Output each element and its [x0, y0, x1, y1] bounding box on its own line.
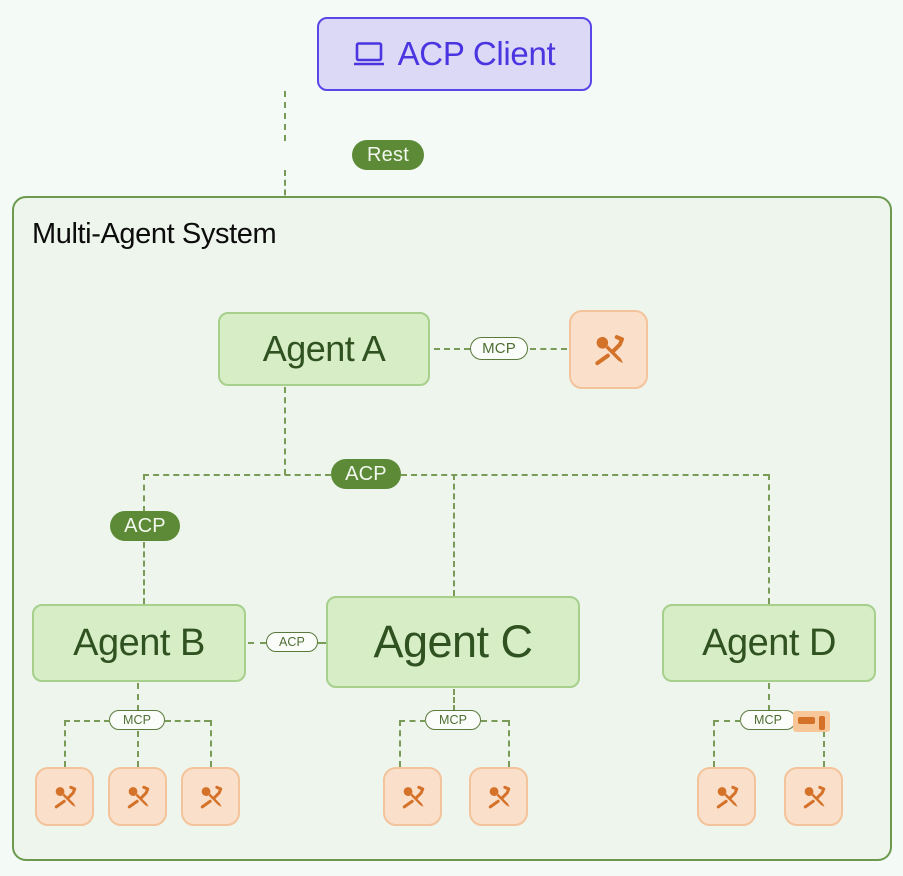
- connector-mcp-b-right: [165, 720, 210, 722]
- badge-acp-bus: ACP: [331, 459, 401, 489]
- connector-acp-to-agent-c: [318, 642, 328, 644]
- tool-box-d2[interactable]: [784, 767, 843, 826]
- tools-wrench-screwdriver-icon: [594, 334, 624, 365]
- tool-box-a1[interactable]: [569, 310, 648, 389]
- connector-agent-a-to-bus: [284, 387, 286, 475]
- connector-mcp-to-tool-a: [530, 348, 567, 350]
- badge-mcp-agent-d: MCP: [740, 710, 796, 730]
- badge-mcp-agent-c: MCP: [425, 710, 481, 730]
- connector-agent-d-to-mcp: [768, 683, 770, 711]
- acp-client-label: ACP Client: [397, 35, 556, 72]
- connector-agent-b-to-acp: [248, 642, 266, 644]
- system-title: Multi-Agent System: [32, 218, 277, 250]
- tools-wrench-screwdriver-icon: [716, 785, 738, 808]
- connector-mcp-b-drop-1: [64, 720, 66, 767]
- tools-wrench-screwdriver-icon: [488, 785, 510, 808]
- badge-acp-agent-b: ACP: [110, 511, 180, 541]
- connector-agent-c-to-mcp: [453, 689, 455, 711]
- laptop-icon: [353, 42, 384, 66]
- badge-acp-b-to-c: ACP: [266, 632, 318, 652]
- connector-agent-a-to-mcp: [434, 348, 470, 350]
- connector-mcp-b-left: [64, 720, 110, 722]
- tool-box-b2[interactable]: [108, 767, 167, 826]
- connector-mcp-c-right: [481, 720, 508, 722]
- tools-wrench-screwdriver-icon: [200, 785, 222, 808]
- tools-wrench-screwdriver-icon: [54, 785, 76, 808]
- connector-acp-bus-right: [401, 474, 769, 476]
- tools-wrench-screwdriver-icon: [803, 785, 825, 808]
- agent-c-label: Agent C: [373, 616, 533, 667]
- agent-d-label: Agent D: [702, 621, 836, 664]
- badge-mcp-agent-b: MCP: [109, 710, 165, 730]
- acp-client-node[interactable]: ACP Client: [317, 17, 592, 91]
- connector-mcp-c-drop-2: [508, 720, 510, 767]
- connector-bus-to-agent-d: [768, 474, 770, 604]
- connector-mcp-b-drop-2: [137, 731, 139, 767]
- connector-mcp-b-drop-3: [210, 720, 212, 767]
- badge-mcp-agent-a: MCP: [470, 337, 528, 360]
- connector-bus-to-agent-c: [453, 474, 455, 596]
- connector-agent-b-to-mcp: [137, 683, 139, 711]
- connector-mcp-d-left: [713, 720, 741, 722]
- connector-mcp-c-drop-1: [399, 720, 401, 767]
- connector-bus-to-acp-b: [143, 474, 145, 512]
- cursor-highlight-marker: [793, 711, 830, 732]
- connector-acp-b-to-agent-b: [143, 542, 145, 604]
- badge-rest: Rest: [352, 140, 424, 170]
- tool-box-c2[interactable]: [469, 767, 528, 826]
- connector-mcp-c-left: [399, 720, 426, 722]
- tool-box-d1[interactable]: [697, 767, 756, 826]
- connector-acp-bus-left: [143, 474, 331, 476]
- connector-client-to-rest: [284, 91, 286, 141]
- agent-b-label: Agent B: [73, 621, 205, 664]
- tools-wrench-screwdriver-icon: [127, 785, 149, 808]
- connector-mcp-d-drop-1: [713, 720, 715, 767]
- agent-a-node[interactable]: Agent A: [218, 312, 430, 386]
- tools-wrench-screwdriver-icon: [402, 785, 424, 808]
- agent-d-node[interactable]: Agent D: [662, 604, 876, 682]
- tool-box-b3[interactable]: [181, 767, 240, 826]
- agent-a-label: Agent A: [262, 328, 386, 369]
- connector-mcp-d-drop-2: [823, 731, 825, 767]
- agent-c-node[interactable]: Agent C: [326, 596, 580, 688]
- agent-b-node[interactable]: Agent B: [32, 604, 246, 682]
- tool-box-c1[interactable]: [383, 767, 442, 826]
- tool-box-b1[interactable]: [35, 767, 94, 826]
